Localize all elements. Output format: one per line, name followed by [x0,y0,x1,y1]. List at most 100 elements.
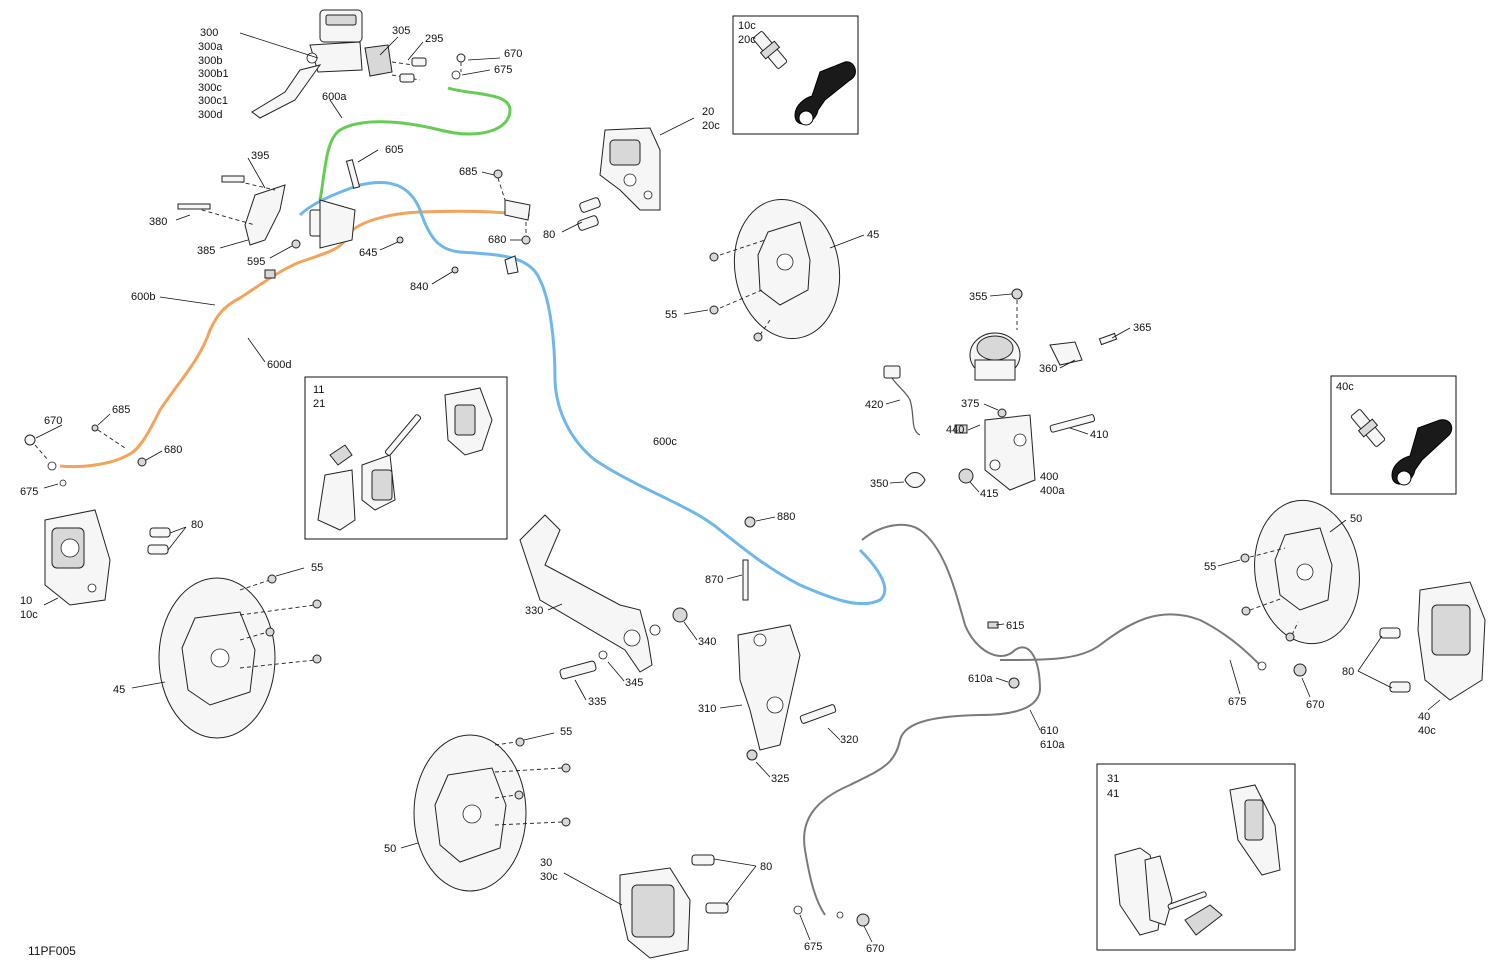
label-385: 385 [197,245,215,257]
label-380: 380 [149,216,167,228]
label-330: 330 [525,605,543,617]
mid-fittings [726,516,1041,731]
label-350: 350 [870,478,888,490]
label-610a: 610a [1040,739,1065,751]
label-40: 40 [1418,711,1430,723]
brake-disc-50-bottom [400,732,571,892]
callout-labels: 300 300a 300b 300b1 300c 300c1 300d 305 … [20,20,1436,958]
label-600c: 600c [653,436,677,448]
label-20c: 20c [702,120,720,132]
label-360: 360 [1039,363,1057,375]
label-45-top: 45 [867,229,879,241]
label-675-top: 675 [494,64,512,76]
label-21: 21 [313,398,325,410]
brake-line-600b-orange [59,209,531,469]
label-30: 30 [540,857,552,869]
label-600a: 600a [322,91,347,103]
label-345: 345 [625,677,643,689]
rear-master-cylinder-400 [883,288,1131,493]
label-55-bottom: 55 [560,726,572,738]
label-300c1: 300c1 [198,95,228,107]
small-hardware-top [345,159,531,275]
brake-disc-50-right [1217,499,1360,645]
label-840: 840 [410,281,428,293]
label-80-top: 80 [543,229,555,241]
callout-lines-top-mid [159,99,522,363]
junction-block [264,199,356,279]
label-300: 300 [200,27,218,39]
label-670-bottom: 670 [866,943,884,955]
label-305: 305 [392,25,410,37]
label-420: 420 [865,399,883,411]
label-600d: 600d [267,359,291,371]
label-595: 595 [247,256,265,268]
label-365: 365 [1133,322,1151,334]
label-395: 395 [251,150,269,162]
label-675-bottom: 675 [804,941,822,953]
label-670-left: 670 [44,415,62,427]
label-670-top: 670 [504,48,522,60]
label-880: 880 [777,511,795,523]
brake-line-610-gray [803,523,1261,916]
label-600b: 600b [131,291,155,303]
label-80-left: 80 [191,519,203,531]
label-670-right: 670 [1306,699,1324,711]
brake-pedal-330 [519,514,698,701]
label-310: 310 [698,703,716,715]
label-50-bottom: 50 [384,843,396,855]
label-10c: 10c [20,609,38,621]
label-300b1: 300b1 [198,68,229,80]
label-20: 20 [702,106,714,118]
left-fittings [24,413,163,489]
brake-disc-45-top [683,198,865,342]
label-80-bottom: 80 [760,861,772,873]
label-320: 320 [840,734,858,746]
label-55-top: 55 [665,309,677,321]
label-300a: 300a [198,41,223,53]
label-440: 440 [946,424,964,436]
label-30c: 30c [540,871,558,883]
label-870: 870 [705,574,723,586]
label-645: 645 [359,247,377,259]
label-11: 11 [313,384,324,396]
brake-disc-45-left [131,567,322,739]
master-cylinder-300 [251,9,466,119]
label-615: 615 [1006,620,1024,632]
label-400: 400 [1040,471,1058,483]
callout-lines-top-left [239,32,501,76]
label-55-left: 55 [311,562,323,574]
caliper-40 [1229,581,1486,711]
label-355: 355 [969,291,987,303]
label-685-top: 685 [459,166,477,178]
brake-pads-box-11-21 [304,376,508,540]
label-55-right: 55 [1204,561,1216,573]
label-410: 410 [1090,429,1108,441]
label-605: 605 [385,144,403,156]
label-40c: 40c [1418,725,1436,737]
label-20c-box: 20c [738,34,756,46]
label-400a: 400a [1040,485,1065,497]
brake-line-600a-green [318,86,512,201]
label-41: 41 [1107,788,1119,800]
label-680-top: 680 [488,234,506,246]
label-610a-top: 610a [968,673,993,685]
brake-pads-box-31-41 [1096,763,1296,951]
label-300c: 300c [198,82,222,94]
label-335: 335 [588,696,606,708]
label-375: 375 [961,398,979,410]
label-610: 610 [1040,725,1058,737]
caliper-10 [43,509,187,606]
label-685-left: 685 [112,404,130,416]
label-10c-box: 10c [738,20,756,32]
diagram-code: 11PF005 [28,944,76,958]
label-415: 415 [980,488,998,500]
label-300b: 300b [198,55,222,67]
label-10: 10 [20,595,32,607]
caliper-20 [561,117,695,233]
pedal-bracket-385 [177,175,286,246]
label-31: 31 [1107,773,1119,785]
label-340: 340 [698,636,716,648]
label-675-left: 675 [20,486,38,498]
label-295: 295 [425,33,443,45]
